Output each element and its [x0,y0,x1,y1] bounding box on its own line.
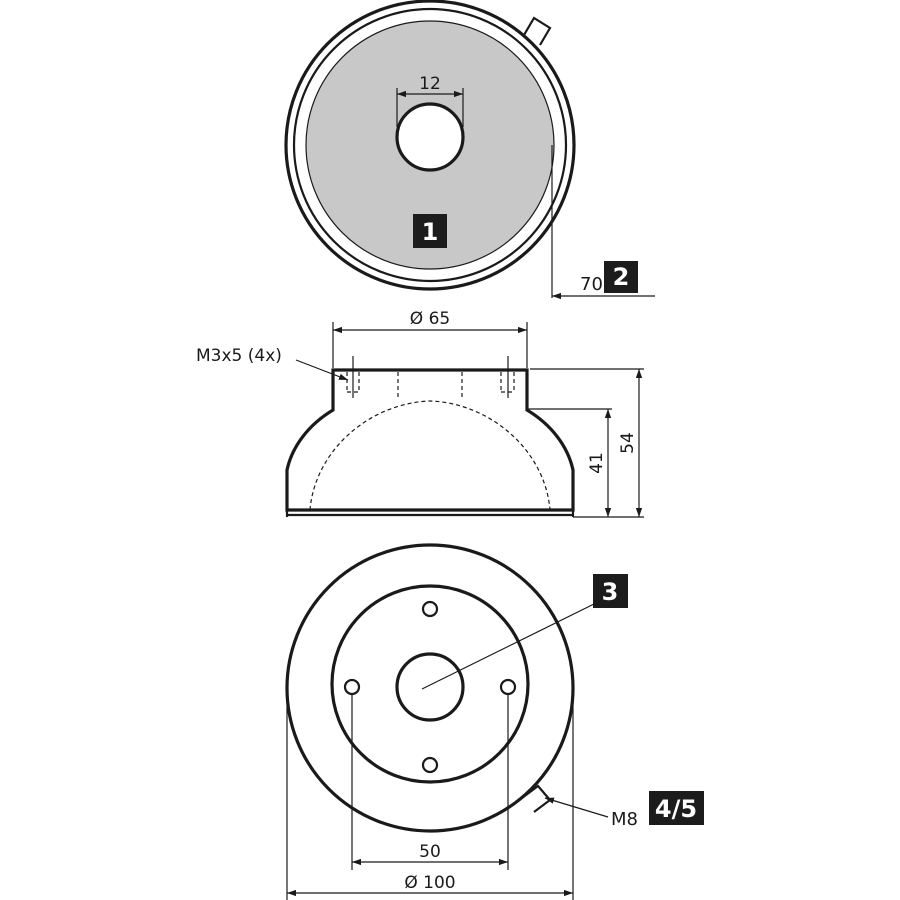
bottom-mid-ring [330,584,530,784]
dim-side-thread: M8 [611,809,638,830]
bolt-hole-top [421,600,439,618]
badge-1-label: 1 [422,218,439,246]
dim-distance: 70 [580,274,603,295]
dim-height-total: 54 [618,432,638,454]
side-view: Ø 65 M3x5 (4x) 41 [196,309,644,518]
dim-outer-diameter-top: Ø 65 [410,309,450,329]
badge-2: 2 [604,261,638,293]
badge-1: 1 [413,214,447,248]
bottom-view: M8 4/5 3 50 Ø 100 [285,543,704,900]
top-inner-ring [292,7,568,283]
dim-hole-circle: 50 [419,842,441,862]
badge-3-leader [421,603,595,690]
thread-leader [295,359,349,381]
bolt-hole-left [343,678,361,696]
top-center-hole [395,102,465,172]
dim-outer-diameter-bottom: Ø 100 [404,873,455,893]
dim-height-small: 41 [587,452,607,474]
bolt-hole-bottom [421,756,439,774]
bottom-outer-ring [285,543,575,833]
bottom-side-knob [521,784,552,813]
threaded-hole-right [500,356,515,398]
badge-4-5: 4/5 [649,791,704,825]
top-side-knob [523,16,552,46]
top-outer-ring [284,0,576,291]
threaded-hole-left [346,356,360,398]
badge-2-label: 2 [613,263,630,291]
dim-hole-diameter: 12 [419,74,441,94]
side-body-outline [285,368,575,512]
m8-leader [544,797,609,818]
bolt-hole-right [499,678,517,696]
badge-3: 3 [593,574,628,608]
badge-4-5-label: 4/5 [655,795,697,823]
top-view: 12 1 70 2 [284,0,655,300]
thread-spec-label: M3x5 (4x) [196,346,282,366]
badge-3-label: 3 [602,578,619,606]
bottom-center-hole [395,652,465,722]
